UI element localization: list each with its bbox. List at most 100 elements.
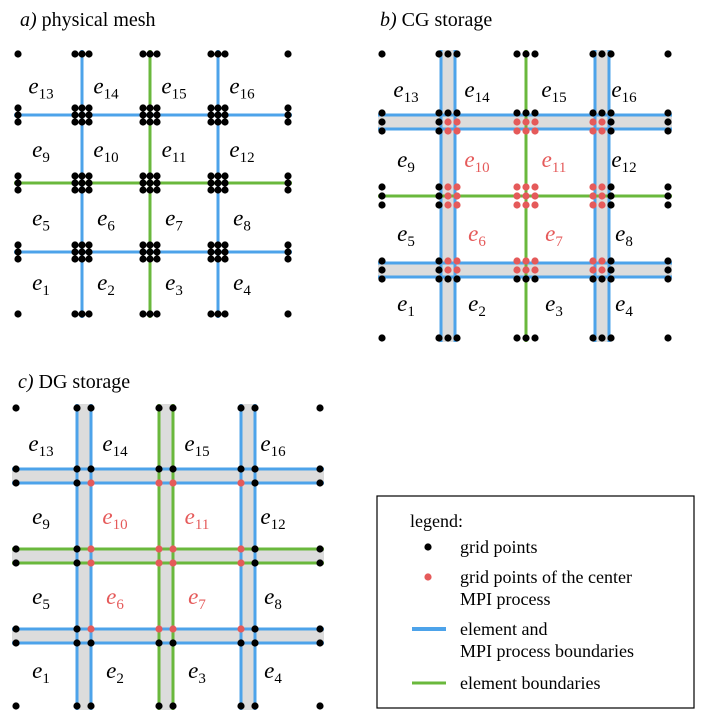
center-grid-point xyxy=(87,479,95,487)
element-label-base: e xyxy=(32,137,42,162)
element-label-sub: 3 xyxy=(555,304,563,320)
grid-point xyxy=(607,257,615,265)
element-label-base: e xyxy=(97,206,107,231)
center-grid-point xyxy=(169,559,177,567)
grid-point xyxy=(139,186,147,194)
grid-point xyxy=(207,104,215,112)
grid-point xyxy=(607,266,615,274)
grid-point xyxy=(214,118,222,126)
grid-point xyxy=(664,127,672,135)
center-grid-point xyxy=(531,127,539,135)
element-label-e6: e6 xyxy=(468,221,486,250)
element-label-base: e xyxy=(102,504,112,529)
element-label-sub: 16 xyxy=(240,87,256,103)
grid-points xyxy=(378,50,672,342)
grid-point xyxy=(71,104,79,112)
center-grid-point xyxy=(598,266,606,274)
grid-point xyxy=(522,50,530,58)
grid-point xyxy=(207,241,215,249)
element-label-sub: 4 xyxy=(243,283,251,299)
grid-point xyxy=(378,109,386,117)
element-label-e12: e12 xyxy=(611,147,636,176)
element-label-e10: e10 xyxy=(464,147,489,176)
center-grid-point xyxy=(513,118,521,126)
element-label-sub: 13 xyxy=(404,90,419,106)
grid-point xyxy=(207,111,215,119)
element-label-sub: 7 xyxy=(198,597,206,613)
grid-point xyxy=(316,465,324,473)
element-label-sub: 9 xyxy=(407,160,415,176)
grid-point xyxy=(589,275,597,283)
center-grid-point xyxy=(531,201,539,209)
center-grid-point xyxy=(589,118,597,126)
grid-point xyxy=(316,702,324,710)
grid-point xyxy=(139,111,147,119)
element-label-base: e xyxy=(102,431,112,456)
grid-point xyxy=(146,241,154,249)
element-label-sub: 8 xyxy=(274,597,282,613)
grid-point xyxy=(316,559,324,567)
grid-point xyxy=(71,241,79,249)
grid-point xyxy=(146,111,154,119)
element-label-sub: 5 xyxy=(42,597,50,613)
grid-point xyxy=(221,248,229,256)
grid-point xyxy=(146,179,154,187)
element-label-e5: e5 xyxy=(32,206,50,235)
element-label-e10: e10 xyxy=(102,504,127,533)
element-label-base: e xyxy=(165,270,175,295)
grid-point xyxy=(14,248,22,256)
element-label-sub: 1 xyxy=(42,671,50,687)
grid-point xyxy=(71,186,79,194)
center-grid-point xyxy=(155,559,163,567)
grid-point xyxy=(221,241,229,249)
grid-point xyxy=(251,404,259,412)
grid-point xyxy=(73,479,81,487)
grid-point xyxy=(153,310,161,318)
center-grid-point xyxy=(444,257,452,265)
center-grid-point xyxy=(598,183,606,191)
grid-point xyxy=(12,559,20,567)
grid-point xyxy=(664,334,672,342)
element-label-e9: e9 xyxy=(397,147,415,176)
grid-point xyxy=(85,111,93,119)
legend-red-dot xyxy=(424,573,432,581)
element-label-e5: e5 xyxy=(32,584,50,613)
center-grid-point xyxy=(237,559,245,567)
center-grid-point xyxy=(589,266,597,274)
grid-point xyxy=(71,248,79,256)
grid-point xyxy=(78,118,86,126)
element-label-sub: 2 xyxy=(478,304,486,320)
grid-point xyxy=(155,465,163,473)
grid-point xyxy=(169,639,177,647)
element-label-base: e xyxy=(615,221,625,246)
element-label-sub: 12 xyxy=(622,160,637,176)
element-label-e16: e16 xyxy=(611,77,637,106)
element-label-base: e xyxy=(464,77,474,102)
grid-point xyxy=(14,310,22,318)
element-label-base: e xyxy=(185,504,195,529)
center-grid-point xyxy=(589,183,597,191)
element-label-e2: e2 xyxy=(106,658,124,687)
grid-point xyxy=(435,50,443,58)
element-label-base: e xyxy=(464,147,474,172)
grid-point xyxy=(607,118,615,126)
element-label-sub: 13 xyxy=(39,87,54,103)
grid-point xyxy=(444,50,452,58)
element-label-base: e xyxy=(188,584,198,609)
grid-point xyxy=(284,50,292,58)
element-label-e3: e3 xyxy=(165,270,183,299)
grid-point xyxy=(513,334,521,342)
grid-point xyxy=(73,465,81,473)
center-grid-point xyxy=(522,201,530,209)
center-grid-point xyxy=(87,545,95,553)
center-grid-point xyxy=(444,127,452,135)
center-grid-point xyxy=(598,192,606,200)
grid-point xyxy=(378,257,386,265)
center-grid-point xyxy=(453,127,461,135)
element-label-e1: e1 xyxy=(32,658,50,687)
grid-point xyxy=(153,104,161,112)
grid-point xyxy=(607,50,615,58)
grid-point xyxy=(78,255,86,263)
